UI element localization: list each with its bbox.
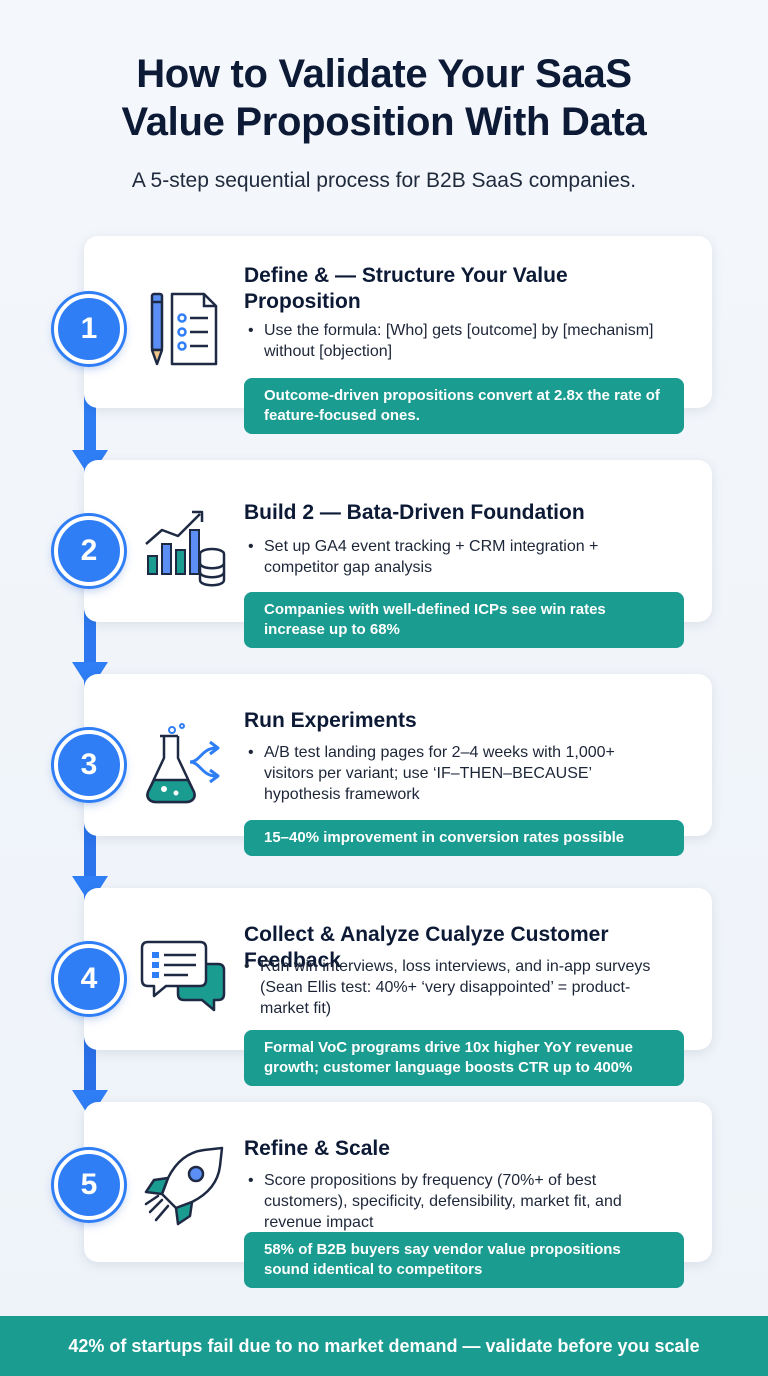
step-stat-banner: 58% of B2B buyers say vendor value propo…	[244, 1232, 684, 1288]
step-title: Build 2 — Bata-Driven Foundation	[244, 501, 585, 524]
step-bullet: Set up GA4 event tracking + CRM integrat…	[248, 536, 668, 578]
step-number-badge: 3	[54, 730, 124, 800]
step-stat-banner: Companies with well-defined ICPs see win…	[244, 592, 684, 648]
step-title: Run Experiments	[244, 709, 417, 732]
rocket-icon	[144, 1146, 224, 1226]
chart-database-icon	[145, 510, 226, 587]
step-number-badge: 2	[54, 516, 124, 586]
step-number-badge: 1	[54, 294, 124, 364]
step-title: Refine & Scale	[244, 1137, 390, 1160]
step-bullet: Run win interviews, loss interviews, and…	[244, 956, 664, 1019]
title-line-1: How to Validate Your SaaS	[136, 52, 632, 96]
step-title: Define & — Structure Your Value Proposit…	[244, 264, 568, 313]
step-bullet: Use the formula: [Who] gets [outcome] by…	[248, 320, 668, 362]
step-bullet: Score propositions by frequency (70%+ of…	[248, 1170, 668, 1233]
step-stat-banner: 15–40% improvement in conversion rates p…	[244, 820, 684, 856]
flask-split-icon	[146, 723, 220, 804]
chat-bubbles-icon	[140, 940, 226, 1012]
document-pencil-icon	[150, 292, 218, 366]
page-subtitle: A 5-step sequential process for B2B SaaS…	[131, 169, 637, 192]
footer-banner: 42% of startups fail due to no market de…	[0, 1316, 768, 1376]
step-bullet: A/B test landing pages for 2–4 weeks wit…	[248, 742, 668, 805]
title-line-2: Value Proposition With Data	[121, 100, 647, 144]
page-title: How to Validate Your SaaS Value Proposit…	[0, 50, 768, 146]
step-stat-banner: Outcome-driven propositions convert at 2…	[244, 378, 684, 434]
step-stat-banner: Formal VoC programs drive 10x higher YoY…	[244, 1030, 684, 1086]
step-number-badge: 5	[54, 1150, 124, 1220]
step-number-badge: 4	[54, 944, 124, 1014]
